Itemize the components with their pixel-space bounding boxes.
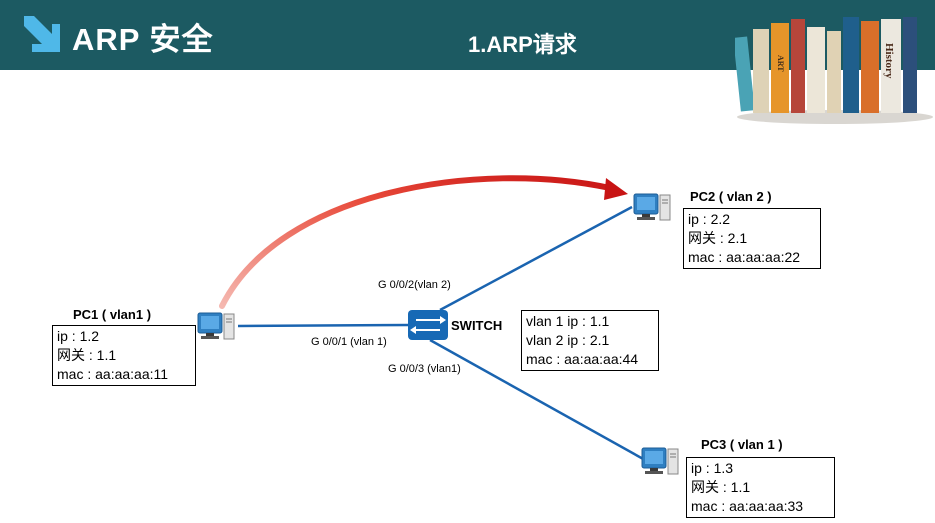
switch-mac: mac : aa:aa:aa:44 [526,351,639,367]
pc1-ip: ip : 1.2 [57,328,100,344]
port-label-g003: G 0/0/3 (vlan1) [388,363,461,375]
pc1-label: PC1 ( vlan1 ) [73,307,152,322]
port-label-g001: G 0/0/1 (vlan 1) [311,336,387,348]
pc1-computer-icon [197,312,235,340]
switch-vlan2-ip: vlan 2 ip : 2.1 [526,332,610,348]
pc3-computer-icon [641,447,679,475]
brand-title: ARP 安全 [72,22,214,57]
switch-icon [408,310,448,340]
slide-title: 1.ARP请求 [468,32,577,57]
pc2-label: PC2 ( vlan 2 ) [690,189,772,204]
pc2-ip: ip : 2.2 [688,211,731,227]
link-switch-pc2 [439,205,633,312]
port-label-g002: G 0/0/2(vlan 2) [378,279,451,291]
switch-label: SWITCH [451,318,503,333]
pc3-gateway: 网关 : 1.1 [691,479,751,495]
pc2-gateway: 网关 : 2.1 [688,230,748,246]
link-pc1-switch [237,323,411,328]
books-illustration: ART History [735,17,933,124]
pc2-computer-icon [633,193,671,221]
header-bar: ARP 安全 1.ARP请求 ART History [0,0,935,124]
pc1-info-box: ip : 1.2 网关 : 1.1 mac : aa:aa:aa:11 [52,325,196,386]
arp-request-arrow [219,175,613,309]
pc1-mac: mac : aa:aa:aa:11 [57,366,169,382]
pc2-info-box: ip : 2.2 网关 : 2.1 mac : aa:aa:aa:22 [683,208,821,269]
book-label-history: History [883,43,895,79]
pc3-mac: mac : aa:aa:aa:33 [691,498,804,514]
switch-vlan1-ip: vlan 1 ip : 1.1 [526,313,610,329]
pc3-info-box: ip : 1.3 网关 : 1.1 mac : aa:aa:aa:33 [686,457,835,518]
pc3-label: PC3 ( vlan 1 ) [701,437,783,452]
arrowhead-icon [604,178,628,200]
pc3-ip: ip : 1.3 [691,460,734,476]
link-switch-pc3 [429,338,646,462]
arrow-down-right-icon [24,16,60,52]
switch-info-box: vlan 1 ip : 1.1 vlan 2 ip : 2.1 mac : aa… [521,310,659,371]
network-diagram [197,175,679,475]
book-label-art: ART [776,55,785,72]
pc2-mac: mac : aa:aa:aa:22 [688,249,801,265]
pc1-gateway: 网关 : 1.1 [57,347,117,363]
